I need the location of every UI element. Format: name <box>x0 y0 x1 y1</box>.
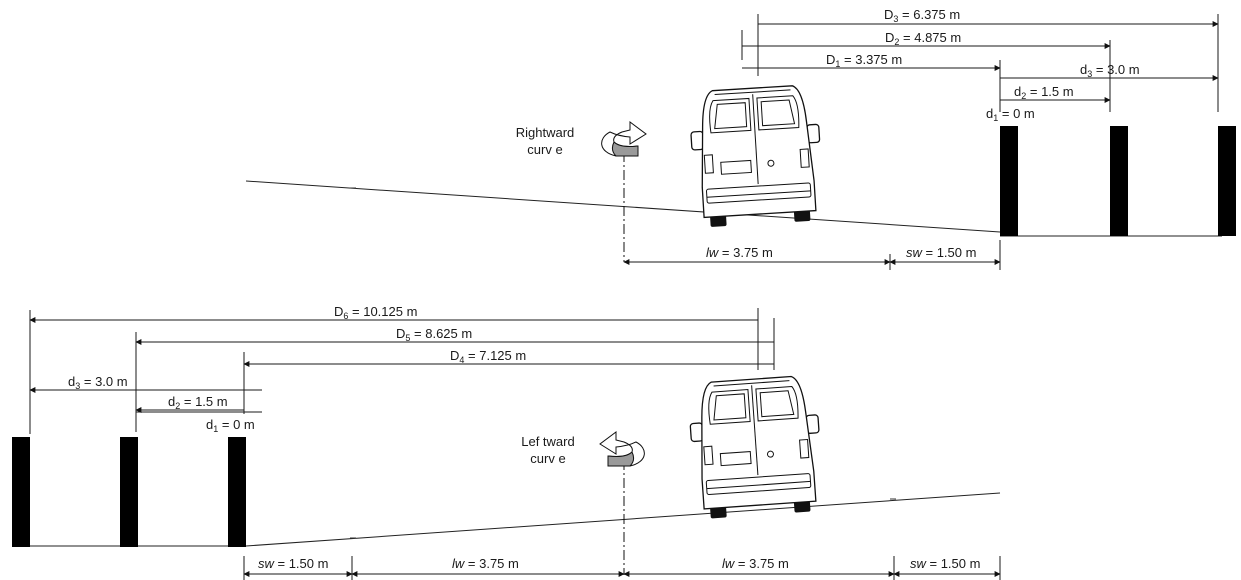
label-bottom-d2: d2 = 1.5 m <box>168 394 228 411</box>
rightward-curve-arrow-icon <box>601 121 647 157</box>
label-bottom-d3: d3 = 3.0 m <box>68 374 128 391</box>
post-icon <box>1000 126 1018 236</box>
post-icon <box>12 437 30 547</box>
label-top-D1: D1 = 3.375 m <box>826 52 902 69</box>
label-top-D3: D3 = 6.375 m <box>884 7 960 24</box>
label-top-lw: lw = 3.75 m <box>706 245 773 260</box>
post-icon <box>120 437 138 547</box>
label-top-D2: D2 = 4.875 m <box>885 30 961 47</box>
label-bottom-D6: D6 = 10.125 m <box>334 304 417 321</box>
label-bottom-sw-left: sw = 1.50 m <box>258 556 328 571</box>
post-icon <box>1110 126 1128 236</box>
van-icon <box>687 83 826 229</box>
post-icon <box>1218 126 1236 236</box>
label-bottom-lw-right: lw = 3.75 m <box>722 556 789 571</box>
leftward-curve-arrow-icon <box>599 431 645 467</box>
label-bottom-D5: D5 = 8.625 m <box>396 326 472 343</box>
post-icon <box>228 437 246 547</box>
label-bottom-lw-left: lw = 3.75 m <box>452 556 519 571</box>
van-icon <box>686 374 826 521</box>
label-bottom-d1: d1 = 0 m <box>206 417 255 434</box>
label-top-d3: d3 = 3.0 m <box>1080 62 1140 79</box>
bottom-curve-label-2: curv e <box>530 451 565 466</box>
top-section: Rightward curv e D3 = 6.375 m D2 = 4.875… <box>245 7 1236 270</box>
top-curve-label-1: Rightward <box>516 125 575 140</box>
bottom-road-surface <box>245 492 1001 547</box>
top-road-surface <box>245 180 1001 233</box>
label-top-d1: d1 = 0 m <box>986 106 1035 123</box>
top-curve-label-2: curv e <box>527 142 562 157</box>
label-top-sw: sw = 1.50 m <box>906 245 976 260</box>
label-bottom-D4: D4 = 7.125 m <box>450 348 526 365</box>
label-bottom-sw-right: sw = 1.50 m <box>910 556 980 571</box>
label-top-d2: d2 = 1.5 m <box>1014 84 1074 101</box>
bottom-curve-label-1: Lef tward <box>521 434 574 449</box>
bottom-section: Lef tward curv e D6 = 10.125 m D5 = 8.62… <box>12 304 1001 580</box>
